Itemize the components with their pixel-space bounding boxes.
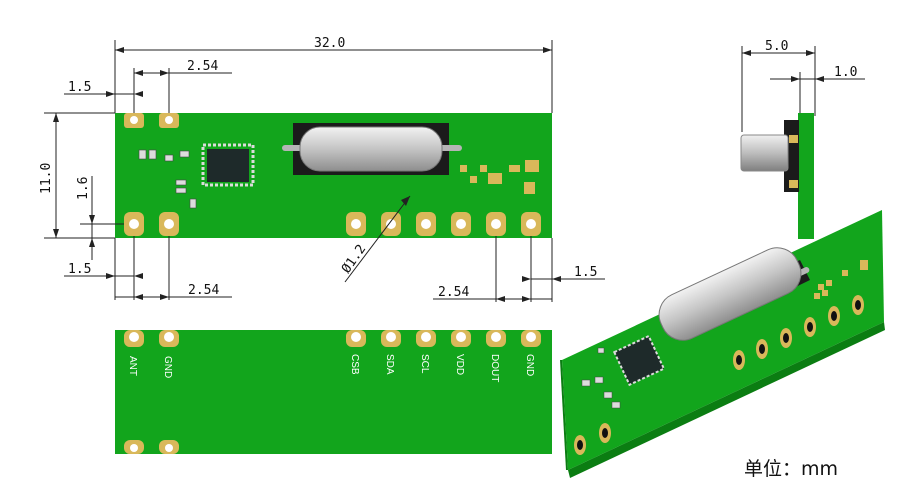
dim-height: 11.0 [39, 163, 54, 194]
dimension-arrows [53, 47, 561, 302]
pin-label-scl: SCL [419, 354, 430, 374]
pcb-bottom [115, 330, 552, 454]
pin-label-gnd-2: GND [524, 354, 535, 376]
dim-pitch-top: 2.54 [187, 59, 218, 74]
top-view-board [115, 113, 552, 238]
pin-label-ant: ANT [127, 356, 138, 376]
passive-components [138, 149, 539, 209]
crystal-oscillator [282, 123, 462, 175]
pin-label-sda: SDA [384, 354, 395, 375]
pin-label-csb: CSB [349, 354, 360, 375]
dim-side-board: 1.0 [834, 65, 857, 80]
dim-pitch-bottom-left: 2.54 [188, 283, 219, 298]
ic-chip [201, 143, 255, 187]
iso-view [560, 210, 885, 478]
dim-total-width: 32.0 [314, 36, 345, 51]
unit-label: 单位：mm [744, 458, 839, 480]
dim-side-thickness: 5.0 [765, 39, 788, 54]
pin-label-dout: DOUT [489, 354, 500, 382]
dim-pitch-bottom-right: 2.54 [438, 285, 469, 300]
pin-label-vdd: VDD [454, 354, 465, 375]
pin-label-gnd: GND [162, 356, 173, 378]
dim-edge-left-top: 1.5 [68, 80, 91, 95]
iso-pins [574, 295, 864, 455]
dimension-lines [44, 40, 605, 302]
dim-edge-left-bottom: 1.5 [68, 262, 91, 277]
dim-hole-diameter: Ø1.2 [339, 242, 369, 276]
side-view: 5.0 1.0 [740, 39, 865, 239]
right-pad-row [346, 212, 541, 236]
dim-edge-right: 1.5 [574, 265, 597, 280]
dim-pin-offset: 1.6 [76, 177, 91, 200]
bottom-view-board: ANT GND CSB SDA SCL VDD DOUT GND [115, 330, 552, 454]
